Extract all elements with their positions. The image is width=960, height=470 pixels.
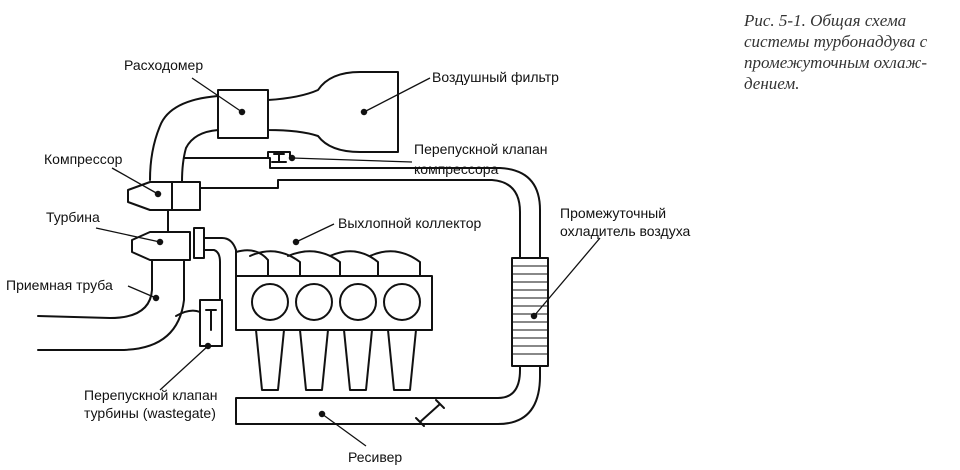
cylinder-4: [383, 283, 421, 321]
label-receiver: Ресивер: [348, 449, 402, 465]
label-intercooler-1: Промежуточный: [560, 205, 666, 221]
intake-pipe: [149, 95, 219, 183]
label-bypass-compressor-1: Перепускной клапан: [414, 141, 548, 157]
air-filter: [267, 71, 399, 153]
label-wastegate-2: турбины (wastegate): [84, 405, 216, 421]
wastegate-actuator: [175, 309, 217, 331]
label-air-filter: Воздушный фильтр: [432, 69, 559, 85]
turbine-flange: [193, 227, 205, 259]
label-turbine: Турбина: [46, 209, 100, 225]
label-bypass-compressor-2: компрессора: [414, 161, 499, 177]
cylinder-1: [251, 283, 289, 321]
flowmeter-body: [217, 89, 269, 139]
charge-pipe: [183, 157, 541, 259]
label-compressor: Компрессор: [44, 151, 123, 167]
intake-runners: [255, 329, 417, 391]
caption-line-3: промежуточным охлаж-: [744, 53, 927, 72]
throttle-icon: [415, 399, 445, 427]
intercooler-fins: [512, 265, 548, 355]
cylinder-3: [339, 283, 377, 321]
caption-line-4: дением.: [744, 74, 800, 93]
caption-line-2: системы турбонаддува с: [744, 32, 928, 51]
label-exhaust-manifold: Выхлопной коллектор: [338, 215, 482, 231]
figure-caption: Рис. 5-1. Общая схема системы турбонадду…: [744, 10, 956, 94]
intercooler: [511, 257, 549, 367]
cylinder-2: [295, 283, 333, 321]
compressor-bypass-valve: [267, 151, 291, 163]
leader-lines: [95, 77, 601, 447]
caption-line-1: Рис. 5-1. Общая схема: [744, 11, 907, 30]
label-flowmeter: Расходомер: [124, 57, 203, 73]
label-intercooler-2: охладитель воздуха: [560, 223, 691, 239]
downpipe: [37, 259, 185, 351]
label-downpipe: Приемная труба: [6, 277, 113, 293]
turbine-housing: [131, 231, 191, 261]
label-wastegate-1: Перепускной клапан: [84, 387, 218, 403]
receiver: [235, 339, 541, 425]
compressor-housing: [127, 181, 201, 211]
exhaust-manifold: [203, 237, 421, 311]
